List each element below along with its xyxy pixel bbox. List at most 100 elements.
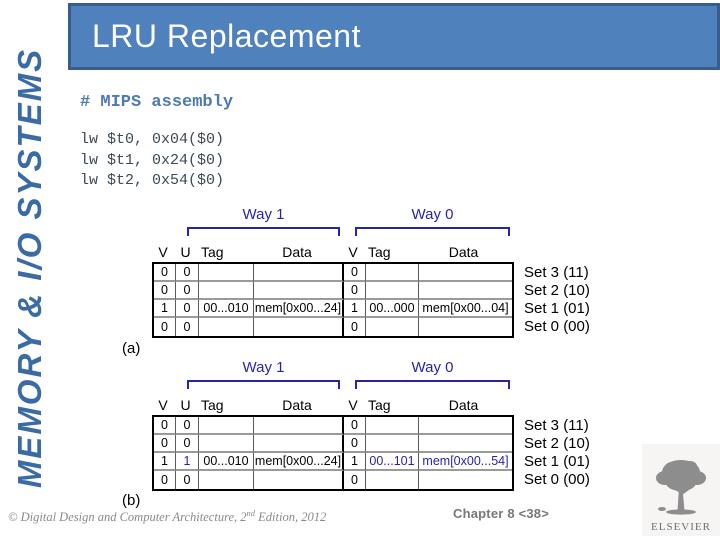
cache-cell xyxy=(254,264,344,282)
cache-cell xyxy=(419,417,512,435)
way1-label: Way 1 xyxy=(242,359,285,376)
cache-cell: 0 xyxy=(176,471,199,489)
set-label: Set 2 (10) xyxy=(524,434,590,452)
cache-cell: 00...000 xyxy=(366,300,419,318)
cache-cell: mem[0x00...24] xyxy=(254,453,344,471)
way1-brace xyxy=(187,380,340,389)
col-header-tag: Tag xyxy=(368,244,391,260)
cache-cell xyxy=(199,318,254,336)
set-label: Set 1 (01) xyxy=(524,452,590,470)
figure-label-a: (a) xyxy=(122,340,141,357)
copyright-superscript: nd xyxy=(246,508,256,518)
cache-cell xyxy=(419,282,512,300)
page-title: LRU Replacement xyxy=(92,18,361,54)
cache-cell: mem[0x00...24] xyxy=(254,300,344,318)
cache-cell xyxy=(254,471,344,489)
col-header-v: V xyxy=(158,397,168,413)
code-comment: # MIPS assembly xyxy=(80,93,234,112)
cache-cell: 1 xyxy=(154,453,176,471)
col-header-data: Data xyxy=(282,397,312,413)
set-label: Set 3 (11) xyxy=(524,263,589,281)
cache-cell xyxy=(254,282,344,300)
tree-icon xyxy=(656,460,706,515)
cache-cell: 0 xyxy=(154,471,176,489)
way0-label: Way 0 xyxy=(411,359,454,376)
elsevier-logo-text: ELSEVIER xyxy=(651,521,711,533)
col-header-tag: Tag xyxy=(368,397,391,413)
cache-cell: 1 xyxy=(344,453,366,471)
set-label: Set 0 (00) xyxy=(524,470,590,488)
set-label: Set 2 (10) xyxy=(524,281,590,299)
cache-cell xyxy=(366,471,419,489)
cache-cell xyxy=(366,282,419,300)
cache-cell: 0 xyxy=(176,435,199,453)
cache-cell: 0 xyxy=(154,318,176,336)
code-line: lw $t1, 0x24($0) xyxy=(80,151,225,169)
cache-cell xyxy=(366,417,419,435)
sidebar-vertical-title: MEMORY & I/O SYSTEMS xyxy=(11,47,48,489)
code-line: lw $t2, 0x54($0) xyxy=(80,172,225,189)
cache-cell: mem[0x00...04] xyxy=(419,300,512,318)
copyright-text: © Digital Design and Computer Architectu… xyxy=(8,508,326,525)
cache-cell xyxy=(199,471,254,489)
cache-cell: 1 xyxy=(154,300,176,318)
cache-cell: 0 xyxy=(176,318,199,336)
cache-cell: 0 xyxy=(176,282,199,300)
set-labels: Set 3 (11)Set 2 (10)Set 1 (01)Set 0 (00) xyxy=(524,263,590,335)
cache-cell: 00...101 xyxy=(366,453,419,471)
cache-cell: 0 xyxy=(154,417,176,435)
set-label: Set 3 (11) xyxy=(524,416,589,434)
cache-cell: 0 xyxy=(344,282,366,300)
cache-cell xyxy=(254,435,344,453)
cache-cell xyxy=(199,435,254,453)
set-label: Set 1 (01) xyxy=(524,299,590,317)
col-header-tag: Tag xyxy=(201,397,224,413)
cache-cell: 0 xyxy=(154,282,176,300)
col-header-v: V xyxy=(158,244,168,260)
cache-cell xyxy=(366,264,419,282)
way0-label: Way 0 xyxy=(411,206,454,223)
col-header-v: V xyxy=(348,244,358,260)
col-header-data: Data xyxy=(448,244,479,260)
col-header-tag: Tag xyxy=(201,244,224,260)
copyright-suffix: Edition, 2012 xyxy=(255,510,327,525)
cache-cell: 0 xyxy=(344,435,366,453)
title-bar: LRU Replacement xyxy=(68,3,720,70)
way0-brace xyxy=(355,380,510,389)
elsevier-logo: ELSEVIER xyxy=(642,444,720,536)
cache-cell xyxy=(199,282,254,300)
set-label: Set 0 (00) xyxy=(524,317,590,335)
cache-cell: 00...010 xyxy=(199,453,254,471)
cache-cell: 0 xyxy=(154,264,176,282)
cache-cell: 00...010 xyxy=(199,300,254,318)
cache-cell: 1 xyxy=(176,453,199,471)
cache-cell: 0 xyxy=(176,300,199,318)
cache-cell: 0 xyxy=(176,264,199,282)
cache-cell: 0 xyxy=(344,471,366,489)
cache-cell xyxy=(199,264,254,282)
cache-cell: 0 xyxy=(344,417,366,435)
way0-brace xyxy=(355,227,510,236)
copyright-prefix: © Digital Design and Computer Architectu… xyxy=(8,510,247,525)
col-header-data: Data xyxy=(282,244,312,260)
cache-cell: 0 xyxy=(176,417,199,435)
cache-cell xyxy=(419,264,512,282)
chapter-page-indicator: Chapter 8 <38> xyxy=(453,506,550,521)
col-header-u: U xyxy=(180,397,191,413)
cache-cell xyxy=(419,318,512,336)
col-header-data: Data xyxy=(448,397,479,413)
cache-cell xyxy=(199,417,254,435)
cache-cell xyxy=(419,435,512,453)
cache-cell xyxy=(419,471,512,489)
way1-brace xyxy=(187,227,340,236)
figure-label-b: (b) xyxy=(122,492,141,509)
cache-cell xyxy=(254,318,344,336)
way1-label: Way 1 xyxy=(242,206,285,223)
col-header-u: U xyxy=(180,244,191,260)
cache-cell: 0 xyxy=(344,318,366,336)
